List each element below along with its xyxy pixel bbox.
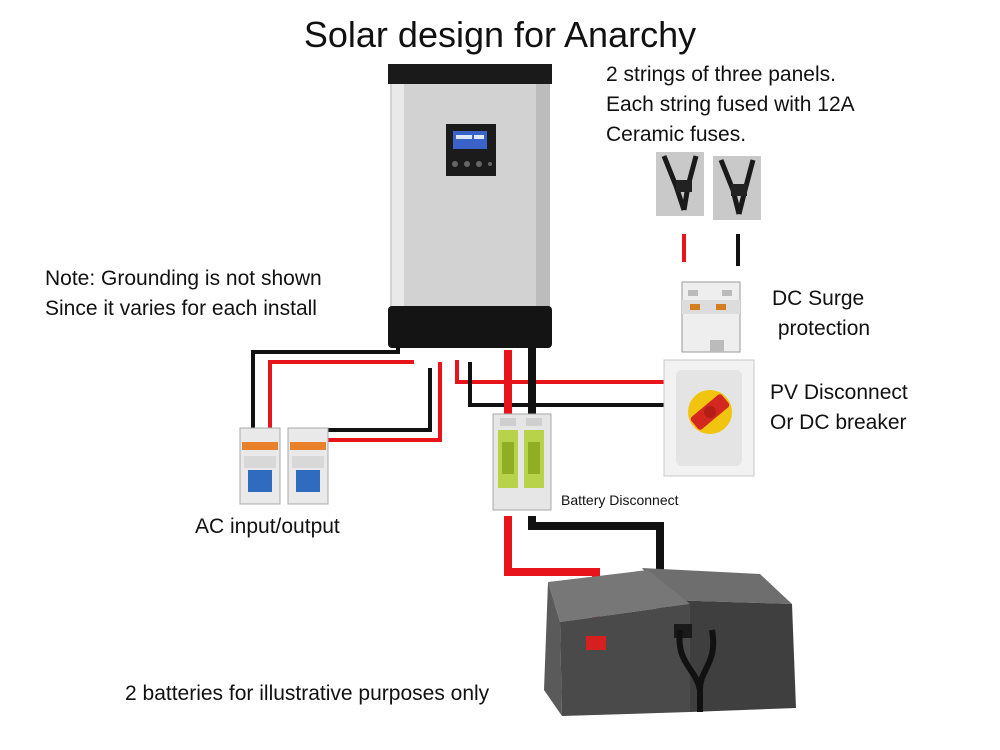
- ac-black-wire-2: [320, 368, 432, 432]
- pv-disconnect-label-line-1: PV Disconnect: [770, 381, 908, 404]
- pv-black-wire: [468, 362, 664, 407]
- dc-surge-label-line-1: DC Surge: [772, 287, 865, 310]
- battery-disconnect-label: Battery Disconnect: [561, 492, 679, 508]
- grounding-note: Note: Grounding is not shown Since it va…: [45, 264, 322, 324]
- ac-breaker-icon: [239, 427, 329, 505]
- grounding-note-line-2: Since it varies for each install: [45, 297, 317, 320]
- pv-disconnect-switch-icon: [663, 359, 755, 477]
- ac-input-output-label: AC input/output: [195, 515, 340, 538]
- inverter-icon: [388, 64, 552, 348]
- pv-red-wire: [455, 360, 664, 384]
- fuse-connector-icon: [656, 152, 761, 220]
- battery-icon: [544, 568, 796, 716]
- surge-protector-icon: [681, 281, 741, 353]
- strings-note-line-2: Each string fused with 12A: [606, 93, 855, 116]
- battery-disconnect-icon: [492, 413, 552, 511]
- pv-disconnect-label-line-2: Or DC breaker: [770, 411, 907, 434]
- pv-disconnect-label: PV Disconnect Or DC breaker: [770, 378, 908, 438]
- strings-note-line-1: 2 strings of three panels.: [606, 63, 836, 86]
- batteries-note: 2 batteries for illustrative purposes on…: [125, 682, 490, 705]
- strings-note-line-3: Ceramic fuses.: [606, 123, 747, 146]
- grounding-note-line-1: Note: Grounding is not shown: [45, 267, 322, 290]
- ac-red-wire-2: [318, 362, 442, 442]
- ac-black-wire-1: [251, 345, 400, 428]
- dc-surge-label: DC Surge protection: [772, 284, 870, 344]
- page-title: Solar design for Anarchy: [303, 14, 697, 55]
- ac-red-wire-1: [268, 360, 414, 428]
- strings-note: 2 strings of three panels. Each string f…: [606, 60, 855, 150]
- dc-surge-label-line-2: protection: [772, 317, 871, 340]
